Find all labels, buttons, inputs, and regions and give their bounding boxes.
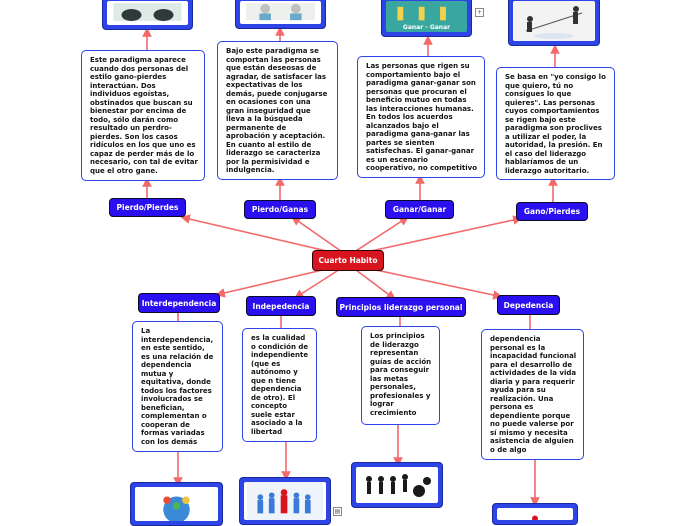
pulling-figures-illustration — [514, 1, 594, 41]
text-box-ganar-ganar: Las personas que rigen su comportamiento… — [357, 56, 485, 178]
node-interdependencia[interactable]: Interdependencia — [138, 293, 220, 313]
node-ganar-ganar[interactable]: Ganar/Ganar — [385, 200, 454, 219]
globe-people-illustration — [138, 487, 215, 521]
text-box-indepedencia: es la cualidad o condición de independie… — [242, 328, 317, 442]
text-box-gano-pierdes: Se basa en "yo consigo lo que quiero, tú… — [496, 67, 615, 180]
top-image-ganar-ganar: Ganar - Ganar — [381, 0, 472, 37]
top-image-pierdo-ganas — [235, 0, 326, 29]
bottom-image-principios — [351, 462, 443, 508]
top-image-pierdo-pierdes — [102, 0, 193, 30]
bottom-image-interdependencia — [130, 482, 223, 526]
node-indepedencia[interactable]: Indepedencia — [246, 296, 316, 316]
tug-of-war-illustration — [113, 3, 182, 21]
text-box-pierdo-ganas: Bajo este paradigma se comportan las per… — [217, 41, 338, 180]
node-depedencia[interactable]: Depedencia — [497, 295, 560, 315]
bottom-image-indepedencia — [239, 477, 331, 525]
bottom-image-depedencia — [492, 503, 578, 525]
node-pierdo-ganas[interactable]: Pierdo/Ganas — [244, 200, 316, 219]
crowd-illustration — [247, 482, 323, 520]
central-node-cuarto-habito[interactable]: Cuarto Habito — [312, 250, 384, 271]
text-box-interdependencia: La interdependencia, en este sentido, es… — [132, 321, 223, 452]
node-gano-pierdes[interactable]: Gano/Pierdes — [516, 202, 588, 221]
win-win-illustration — [387, 1, 466, 32]
node-pierdo-pierdes[interactable]: Pierdo/Pierdes — [109, 198, 186, 217]
gears-team-illustration — [357, 467, 437, 503]
attachment-icon[interactable]: ▤ — [333, 507, 342, 516]
node-principios-liderazgo-personal[interactable]: Principios liderazgo personal — [336, 297, 466, 317]
text-box-principios-liderazgo: Los principios de liderazgo representan … — [361, 326, 440, 425]
note-icon[interactable]: + — [475, 8, 484, 17]
text-box-pierdo-pierdes: Este paradigma aparece cuando dos person… — [81, 50, 205, 181]
red-figure-illustration — [505, 511, 565, 520]
image-caption-ganar-ganar: Ganar - Ganar — [402, 24, 451, 31]
top-image-gano-pierdes — [508, 0, 600, 46]
people-illustration — [246, 2, 315, 21]
text-box-depedencia: dependencia personal es la incapacidad f… — [481, 329, 584, 460]
